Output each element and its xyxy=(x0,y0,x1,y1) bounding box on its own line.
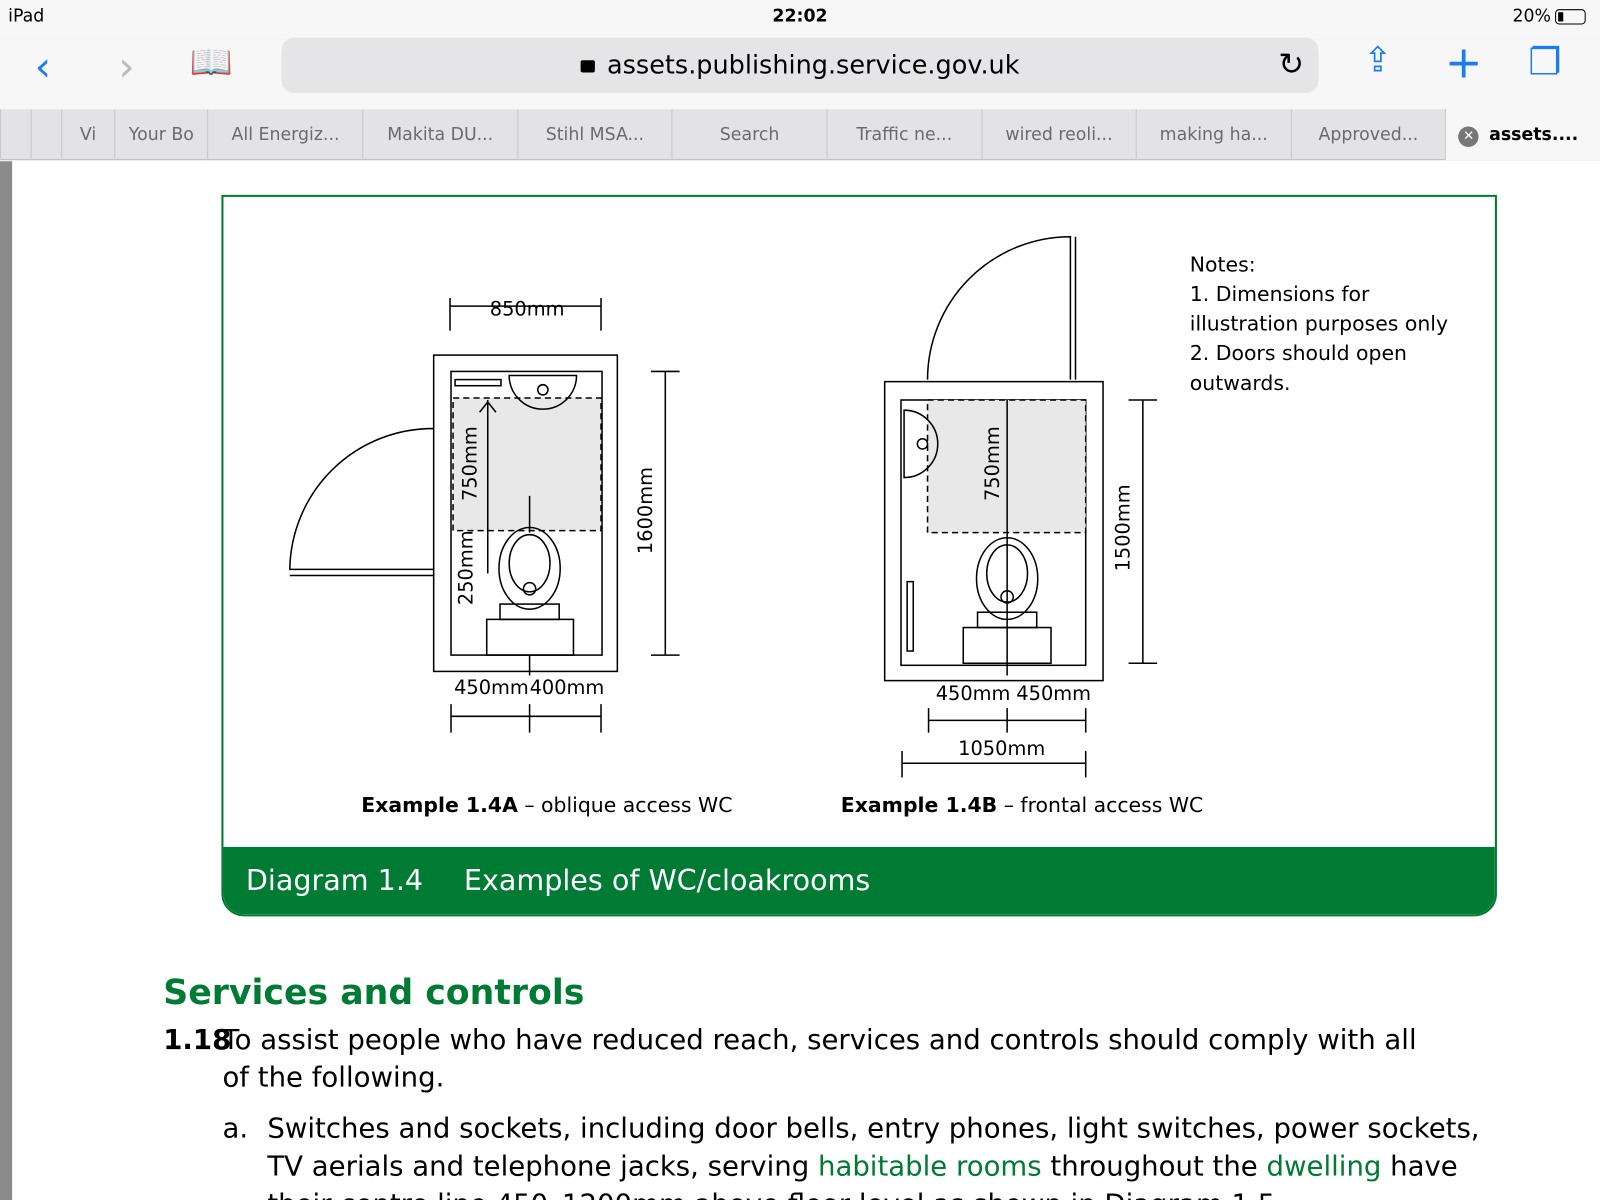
page-edge xyxy=(0,161,13,1200)
browser-toolbar: ‹ › 📖 assets.publishing.service.gov.uk↻ … xyxy=(0,32,1600,110)
diagram-title-band: Diagram 1.4 Examples of WC/cloakrooms xyxy=(223,846,1495,915)
dim-a-left: 450mm xyxy=(454,676,529,699)
link-dwelling[interactable]: dwelling xyxy=(1266,1151,1382,1183)
note: 2. Doors should open outwards. xyxy=(1189,340,1407,395)
tab[interactable]: Traffic ne... xyxy=(826,109,981,161)
tab[interactable]: wired reoli... xyxy=(981,109,1136,161)
tab[interactable]: Makita DU... xyxy=(362,109,517,161)
lock-icon xyxy=(580,60,595,73)
dim-b-height: 1500mm xyxy=(1112,484,1135,571)
dim-a-width: 850mm xyxy=(490,297,565,320)
url-text: assets.publishing.service.gov.uk xyxy=(606,49,1020,80)
status-bar: iPad 22:02 20% xyxy=(0,0,1600,33)
caption-b-label: Example 1.4B xyxy=(840,792,998,818)
dim-a-height: 1600mm xyxy=(634,467,657,554)
dim-b-left: 450mm xyxy=(936,682,1011,705)
dim-b-total: 1050mm xyxy=(958,737,1045,760)
new-tab-icon[interactable]: + xyxy=(1444,36,1483,89)
bookmarks-icon[interactable]: 📖 xyxy=(189,41,234,83)
tabs-icon[interactable]: ❐ xyxy=(1528,41,1562,84)
tab-bar: Vi Your Bo All Energiz... Makita DU... S… xyxy=(0,109,1600,161)
note: 1. Dimensions for illustration purposes … xyxy=(1189,281,1449,336)
battery: 20% xyxy=(1512,6,1586,27)
caption-a: Example 1.4A – oblique access WC xyxy=(361,793,732,817)
forward-icon[interactable]: › xyxy=(118,43,135,91)
share-icon[interactable]: ⇪ xyxy=(1363,39,1393,81)
tab-stack xyxy=(0,109,31,161)
diagram-1-4: 850mm 1600mm 750mm 250mm 450mm 400mm 150… xyxy=(221,194,1497,917)
tab[interactable]: Vi xyxy=(61,109,114,161)
dim-b-zone: 750mm xyxy=(981,426,1004,501)
battery-percent: 20% xyxy=(1512,6,1552,27)
example-b-plan xyxy=(883,235,1158,778)
paragraph-text: To assist people who have reduced reach,… xyxy=(222,1024,1417,1094)
address-bar[interactable]: assets.publishing.service.gov.uk ↻ xyxy=(281,37,1319,93)
tab[interactable]: All Energiz... xyxy=(207,109,363,161)
tab-label: assets.... xyxy=(1489,124,1579,145)
section-heading: Services and controls xyxy=(163,972,585,1014)
device-name: iPad xyxy=(8,6,45,27)
reload-icon[interactable]: ↻ xyxy=(1278,46,1305,83)
tab[interactable]: Search xyxy=(671,109,827,161)
notes-heading: Notes: xyxy=(1189,252,1256,277)
back-icon[interactable]: ‹ xyxy=(34,43,52,91)
dim-a-side: 250mm xyxy=(454,530,477,605)
paragraph-number: 1.18 xyxy=(163,1024,232,1057)
item-text: throughout the xyxy=(1041,1151,1267,1183)
close-tab-icon[interactable]: ✕ xyxy=(1458,126,1479,147)
caption-b-text: – frontal access WC xyxy=(997,792,1204,818)
list-label: a. xyxy=(222,1113,249,1145)
caption-a-text: – oblique access WC xyxy=(517,792,733,818)
tab[interactable]: Approved... xyxy=(1290,109,1446,161)
tab[interactable]: making ha... xyxy=(1135,109,1291,161)
tab[interactable]: Stihl MSA... xyxy=(517,109,672,161)
caption-a-label: Example 1.4A xyxy=(361,792,518,818)
caption-b: Example 1.4B – frontal access WC xyxy=(841,793,1203,817)
battery-icon xyxy=(1555,8,1586,24)
item-text: have their centre line 450–1200mm above … xyxy=(267,1151,1458,1200)
diagram-title: Examples of WC/cloakrooms xyxy=(463,863,871,897)
wc-drawings: 850mm 1600mm 750mm 250mm 450mm 400mm 150… xyxy=(289,235,1158,778)
document-page: 850mm 1600mm 750mm 250mm 450mm 400mm 150… xyxy=(12,161,1600,1200)
dim-a-zone: 750mm xyxy=(459,426,482,501)
diagram-number: Diagram 1.4 xyxy=(245,863,424,897)
example-a-plan xyxy=(289,297,680,733)
notes: Notes: 1. Dimensions for illustration pu… xyxy=(1190,250,1455,398)
list-item-a: a. Switches and sockets, including door b… xyxy=(222,1110,1498,1200)
dim-a-right: 400mm xyxy=(530,676,605,699)
tab-stack xyxy=(30,109,62,161)
tab[interactable]: Your Bo xyxy=(113,109,208,161)
dim-b-right: 450mm xyxy=(1016,682,1091,705)
tab-active[interactable]: ✕ assets.... xyxy=(1445,109,1600,161)
clock: 22:02 xyxy=(772,6,828,27)
link-habitable-rooms[interactable]: habitable rooms xyxy=(817,1151,1042,1183)
item-text: Switches and sockets, including door bel… xyxy=(267,1113,1480,1183)
